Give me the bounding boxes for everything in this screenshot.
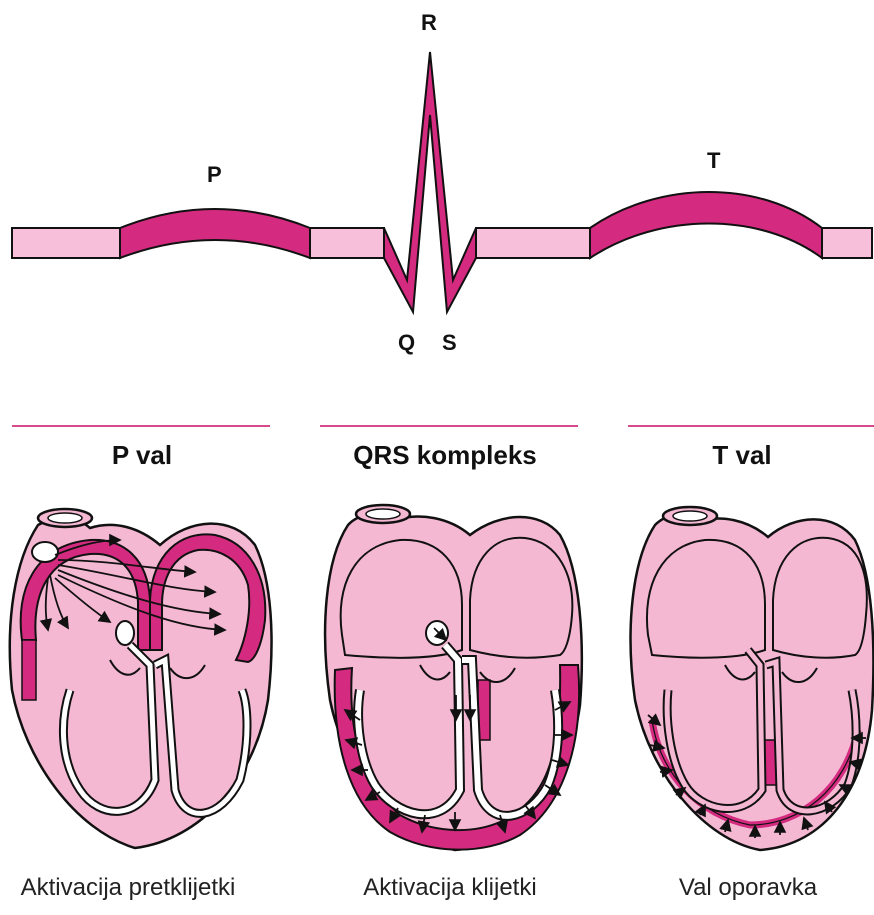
sa-node xyxy=(32,542,58,562)
panel-title-qrs-complex: QRS kompleks xyxy=(305,440,585,471)
r-wave-label: R xyxy=(421,10,437,36)
qrs-complex xyxy=(384,52,476,312)
caption-ventricular-activation: Aktivacija klijetki xyxy=(300,874,600,902)
heart-recovery xyxy=(631,507,874,850)
panel-rule xyxy=(12,425,270,427)
t-wave xyxy=(590,192,822,258)
ecg-waveform xyxy=(12,52,872,312)
t-wave-label: T xyxy=(707,148,720,174)
baseline-segment xyxy=(822,228,872,258)
caption-recovery-wave: Val oporavka xyxy=(598,874,874,902)
left-atrium xyxy=(773,538,867,658)
heart-atrial-activation xyxy=(10,509,272,848)
vena-cava-lumen xyxy=(366,509,400,519)
av-node xyxy=(116,621,134,645)
panel-title-p-wave: P val xyxy=(2,440,282,471)
panel-rule xyxy=(320,425,578,427)
baseline-segment xyxy=(476,228,590,258)
av-node xyxy=(426,621,448,645)
left-atrium xyxy=(470,538,572,658)
p-wave-label: P xyxy=(207,162,222,188)
vena-cava-lumen xyxy=(673,511,707,521)
q-wave-label: Q xyxy=(398,330,415,356)
panel-rule xyxy=(628,425,874,427)
baseline-segment xyxy=(12,228,120,258)
p-wave xyxy=(120,209,310,258)
s-wave-label: S xyxy=(442,330,457,356)
vena-cava-lumen xyxy=(48,513,82,523)
panel-title-t-wave: T val xyxy=(602,440,874,471)
caption-atrial-activation: Aktivacija pretklijetki xyxy=(0,874,278,902)
baseline-segment xyxy=(310,228,384,258)
atrial-wall-band xyxy=(22,640,36,700)
heart-ventricular-activation xyxy=(325,505,582,850)
